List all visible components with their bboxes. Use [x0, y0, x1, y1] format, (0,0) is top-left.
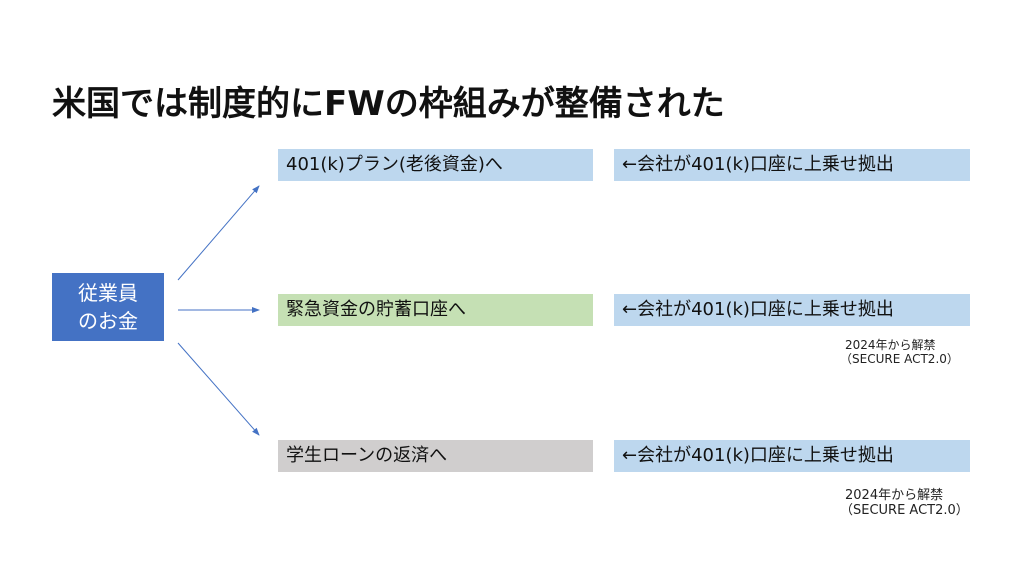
arrow-to-401k: [177, 185, 260, 281]
note-emergency-savings: ←会社が401(k)口座に上乗せ拠出: [614, 294, 970, 326]
slide-title: 米国では制度的にFWの枠組みが整備された: [52, 84, 725, 124]
dest-student-loan: 学生ローンの返済へ: [278, 440, 593, 472]
employee-money-box: 従業員 のお金: [52, 273, 164, 341]
sub-note-loan-2: （SECURE ACT2.0）: [840, 503, 969, 518]
note-401k: ←会社が401(k)口座に上乗せ拠出: [614, 149, 970, 181]
dest-emergency-savings: 緊急資金の貯蓄口座へ: [278, 294, 593, 326]
source-line2: のお金: [78, 309, 138, 333]
arrow-to-student-loan: [177, 342, 260, 436]
sub-note-loan-1: 2024年から解禁: [845, 488, 944, 503]
sub-note-emergency-2: （SECURE ACT2.0）: [840, 352, 959, 366]
note-student-loan: ←会社が401(k)口座に上乗せ拠出: [614, 440, 970, 472]
dest-401k: 401(k)プラン(老後資金)へ: [278, 149, 593, 181]
sub-note-emergency-1: 2024年から解禁: [845, 338, 936, 352]
source-line1: 従業員: [78, 281, 138, 305]
